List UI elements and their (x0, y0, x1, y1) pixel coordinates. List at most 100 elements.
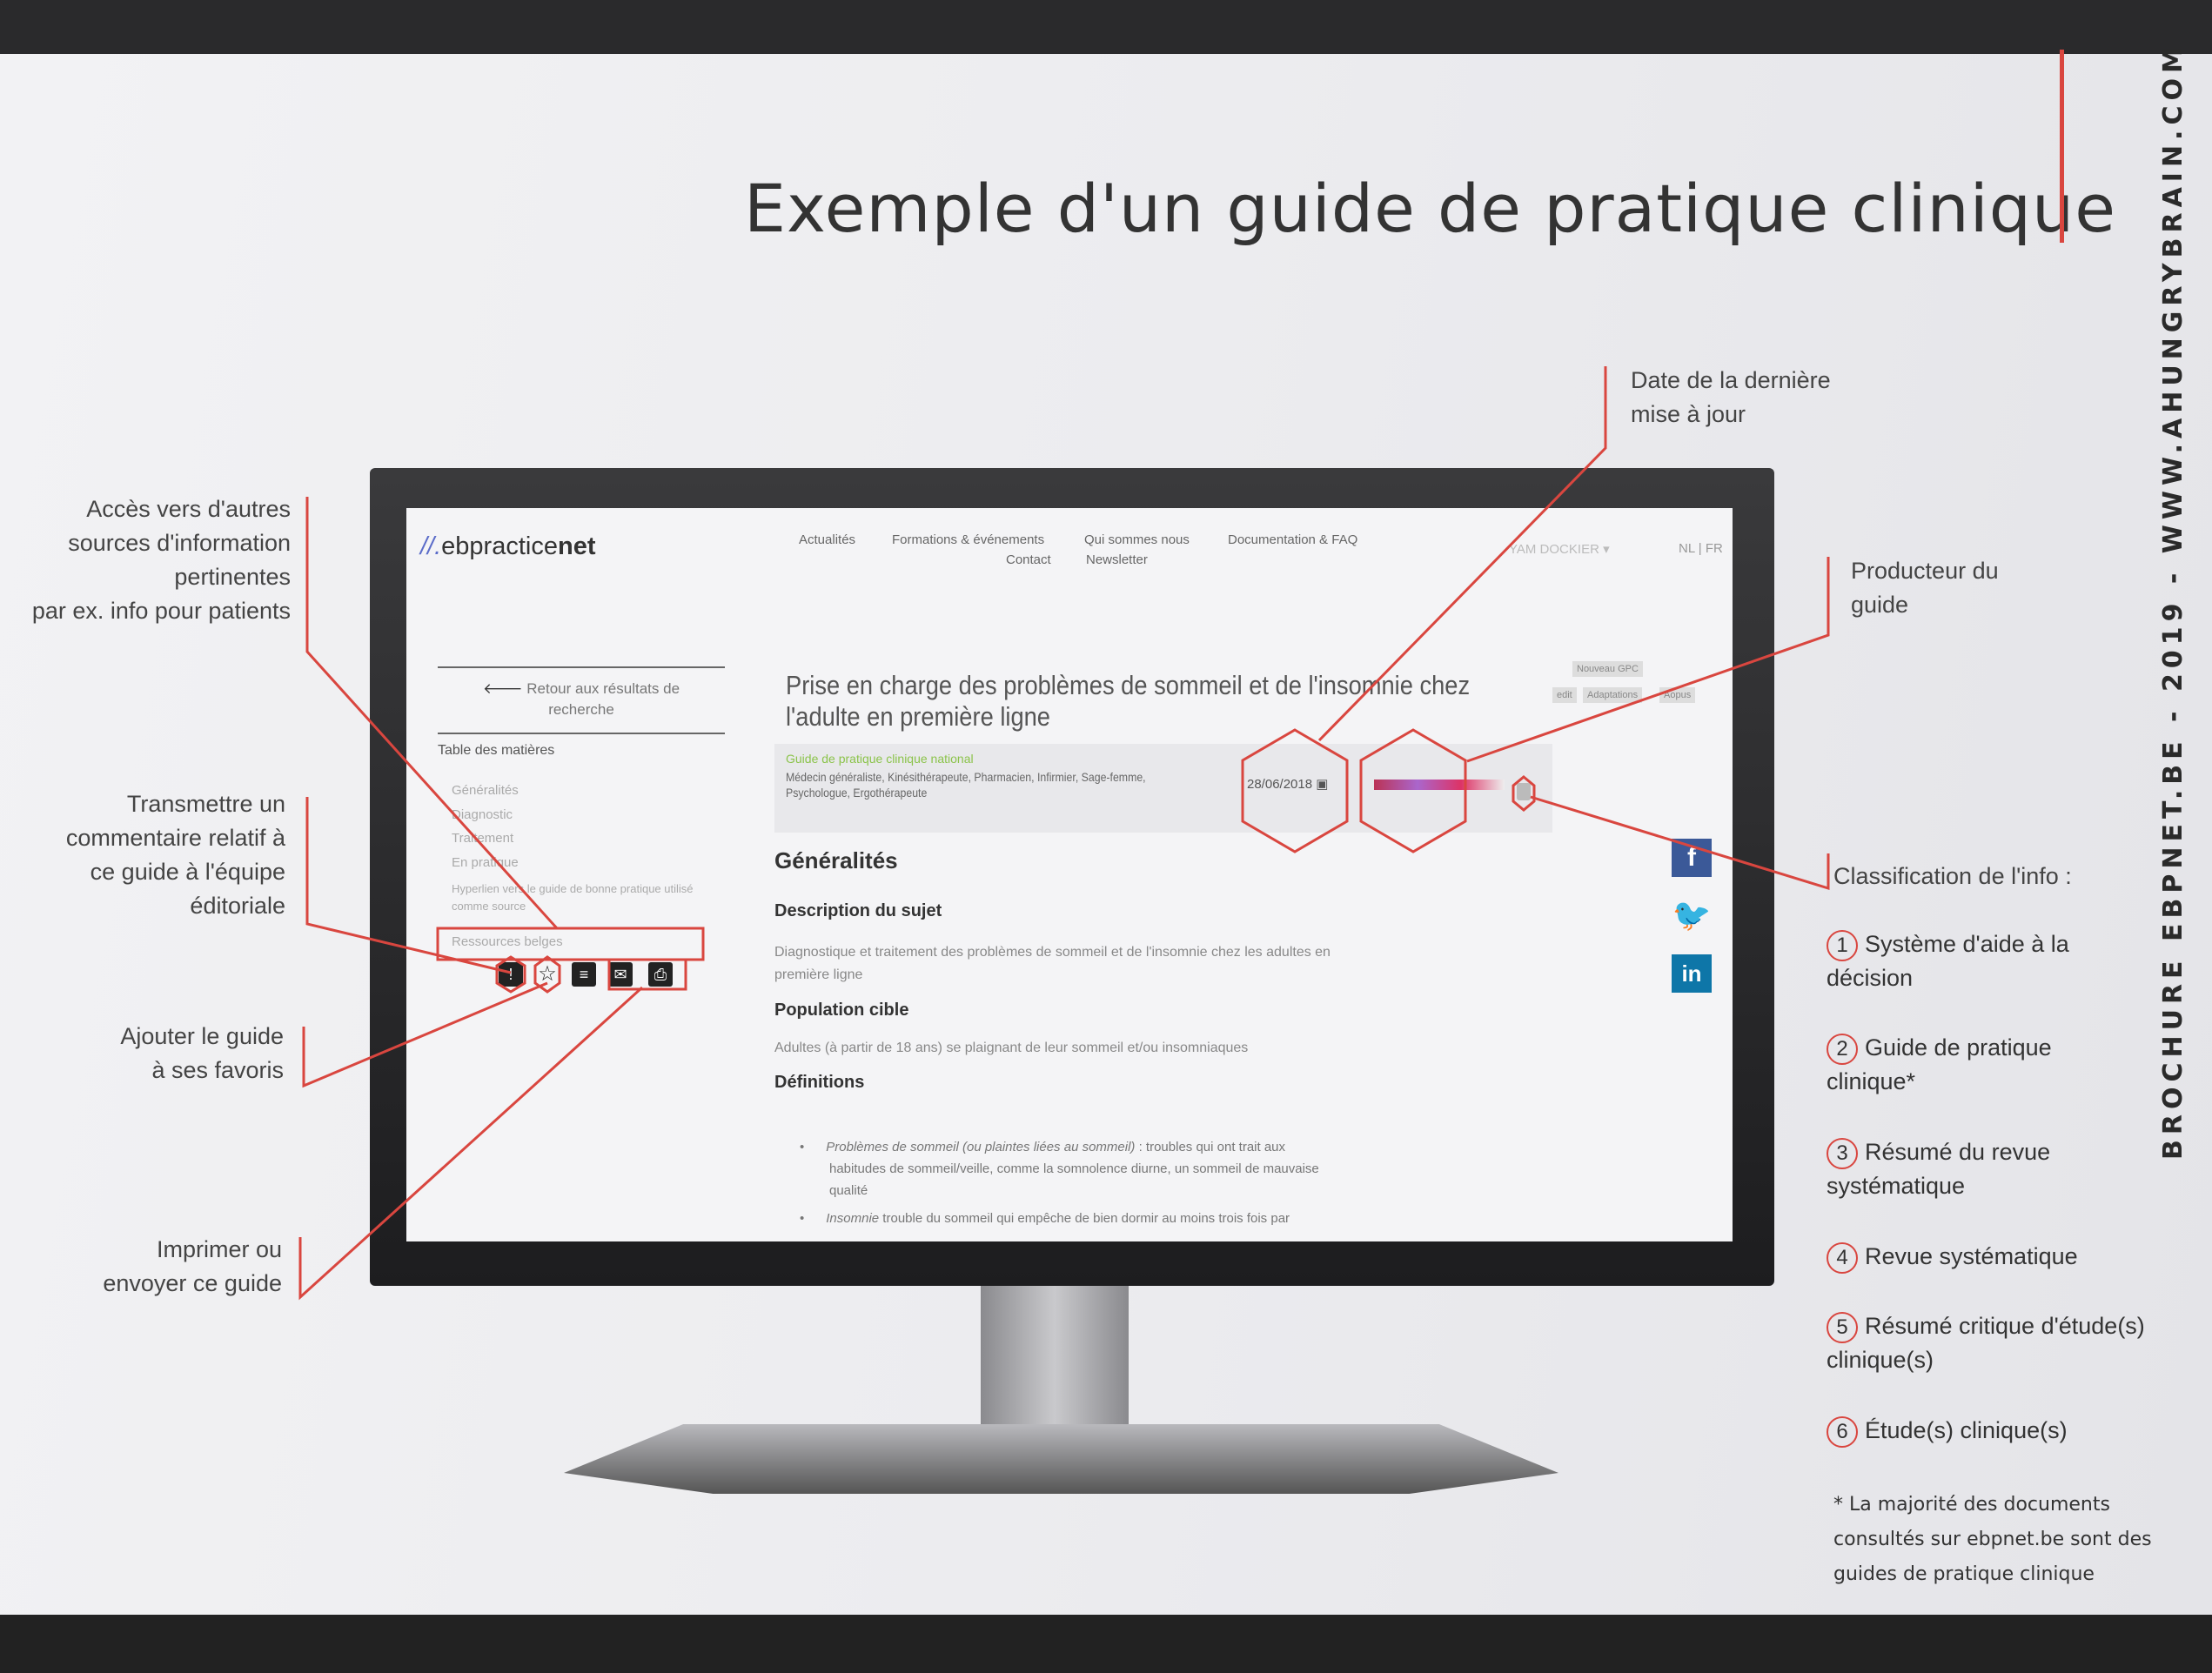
arrow-left-icon: 🡐 (482, 680, 527, 697)
note-comment: Transmettre un commentaire relatif à ce … (65, 791, 285, 919)
toc-item-diagnostic[interactable]: Diagnostic (452, 807, 513, 822)
nav-contact[interactable]: Contact (1006, 552, 1051, 567)
toc-item-traitement[interactable]: Traitement (452, 831, 514, 846)
subheading-definitions: Définitions (774, 1073, 865, 1092)
nav-qui-sommes-nous[interactable]: Qui sommes nous (1084, 532, 1190, 547)
table-edge (0, 1615, 2212, 1673)
notes-icon[interactable]: ≡ (572, 962, 596, 987)
classification-item-6: 6 Étude(s) clinique(s) (1827, 1414, 2068, 1448)
definition-2: • Insomnie trouble du sommeil qui empêch… (800, 1211, 1290, 1226)
date-text: 28/06/2018 (1247, 777, 1313, 792)
print-icon[interactable]: ⎙ (648, 962, 673, 987)
hexagon-producer (1359, 728, 1467, 853)
logo-mark-icon: //. (420, 532, 442, 560)
description-text: Diagnostique et traitement des problèmes… (774, 945, 1331, 982)
note-print-send: Imprimer ou envoyer ce guide (103, 1236, 282, 1296)
star-favorite-icon[interactable]: ☆ (538, 962, 557, 986)
callout-line-print (298, 986, 644, 1301)
nav-newsletter[interactable]: Newsletter (1086, 552, 1148, 567)
user-menu[interactable]: YAM DOCKIER ▾ (1509, 542, 1610, 557)
note-last-update: Date de la dernière mise à jour (1631, 367, 1831, 427)
highlight-star-icon (533, 955, 561, 994)
definition-text: trouble du sommeil qui empêche de bien d… (879, 1211, 1290, 1226)
highlight-ressources-belges (436, 927, 705, 961)
hexagon-date (1241, 728, 1349, 853)
divider (438, 733, 725, 734)
callout-line-classification (1530, 795, 1830, 891)
definition-text: : troubles qui ont trait aux (1135, 1140, 1286, 1154)
subheading-population: Population cible (774, 1000, 909, 1020)
nav-documentation[interactable]: Documentation & FAQ (1228, 532, 1358, 547)
classification-label: Revue systématique (1865, 1243, 2078, 1269)
note-other-sources: Accès vers d'autres sources d'informatio… (31, 496, 291, 624)
population-text: Adultes (à partir de 18 ans) se plaignan… (774, 1041, 1249, 1055)
divider (438, 666, 725, 668)
number-badge: 1 (1827, 930, 1858, 961)
logo-text: ebpractice (441, 532, 558, 560)
note-classification: Classification de l'info : (1833, 863, 2072, 889)
guide-type: Guide de pratique clinique national (786, 752, 974, 766)
toc-item-ressources-belges[interactable]: Ressources belges (452, 934, 563, 949)
linkedin-share-icon[interactable]: in (1672, 954, 1712, 993)
nav-actualites[interactable]: Actualités (799, 532, 856, 547)
classification-label: Système d'aide à la décision (1827, 931, 2069, 991)
tag-adaptations[interactable]: Adaptations (1583, 687, 1643, 703)
back-to-results-link[interactable]: 🡐 Retour aux résultats de recherche (438, 679, 725, 720)
subheading-description: Description du sujet (774, 901, 942, 920)
number-badge: 4 (1827, 1242, 1858, 1274)
toc-item-hyperlien[interactable]: Hyperlien vers le guide de bonne pratiqu… (452, 882, 694, 913)
highlight-comment-icon (495, 955, 526, 994)
tag-nouveau-gpc[interactable]: Nouveau GPC (1572, 661, 1643, 677)
number-badge: 3 (1827, 1138, 1858, 1169)
footnote: * La majorité des documents consultés su… (1833, 1494, 2152, 1585)
website-screen: //.ebpracticenet Actualités Formations &… (406, 508, 1733, 1241)
update-date: 28/06/2018 ▣ (1247, 776, 1328, 792)
callout-line-favorites (302, 981, 548, 1088)
term: Insomnie (826, 1211, 880, 1226)
twitter-share-icon[interactable]: 🐦 (1672, 897, 1712, 933)
classification-label: Étude(s) clinique(s) (1865, 1417, 2068, 1443)
classification-item-4: 4 Revue systématique (1827, 1240, 2078, 1274)
email-icon[interactable]: ✉ (608, 962, 633, 987)
site-logo[interactable]: //.ebpracticenet (420, 532, 595, 561)
tag-edit[interactable]: edit (1552, 687, 1577, 703)
callout-line-sources (305, 497, 559, 930)
language-switch[interactable]: NL | FR (1679, 541, 1723, 556)
term: Problèmes de sommeil (ou plaintes liées … (826, 1140, 1136, 1154)
toc-item-generalites[interactable]: Généralités (452, 783, 519, 798)
definition-1: • Problèmes de sommeil (ou plaintes liée… (800, 1136, 1319, 1201)
callout-line-date (1317, 366, 1607, 742)
monitor-stand-neck (981, 1286, 1129, 1429)
number-badge: 2 (1827, 1034, 1858, 1065)
monitor-stand-base (564, 1424, 1558, 1494)
hexagon-classification (1512, 775, 1536, 812)
producer-logo[interactable] (1374, 780, 1505, 790)
callout-line-producer (1466, 557, 1830, 763)
comment-feedback-icon[interactable]: ! (499, 962, 523, 987)
calendar-icon: ▣ (1316, 777, 1329, 792)
title-accent-bar (2060, 50, 2064, 243)
number-badge: 6 (1827, 1416, 1858, 1448)
guide-audience: Médecin généraliste, Kinésithérapeute, P… (786, 770, 1146, 800)
note-producer: Producteur du guide (1851, 558, 1999, 618)
logo-text-bold: net (557, 532, 596, 560)
classification-icon (1517, 783, 1531, 800)
nav-formations[interactable]: Formations & événements (892, 532, 1045, 547)
guide-title: Prise en charge des problèmes de sommeil… (786, 670, 1471, 732)
page-title: Exemple d'un guide de pratique clinique (744, 170, 2116, 247)
classification-label: Guide de pratique clinique* (1827, 1034, 2052, 1094)
note-favorites: Ajouter le guide à ses favoris (120, 1023, 284, 1083)
callout-line-comment (305, 797, 512, 974)
section-heading: Généralités (774, 847, 898, 873)
definition-text-continued: habitudes de sommeil/veille, comme la so… (829, 1161, 1319, 1198)
classification-label: Résumé du revue systématique (1827, 1139, 2051, 1199)
back-label: Retour aux résultats de recherche (526, 680, 680, 718)
classification-label: Résumé critique d'étude(s) clinique(s) (1827, 1313, 2145, 1373)
highlight-email-print (607, 958, 687, 991)
number-badge: 5 (1827, 1312, 1858, 1343)
